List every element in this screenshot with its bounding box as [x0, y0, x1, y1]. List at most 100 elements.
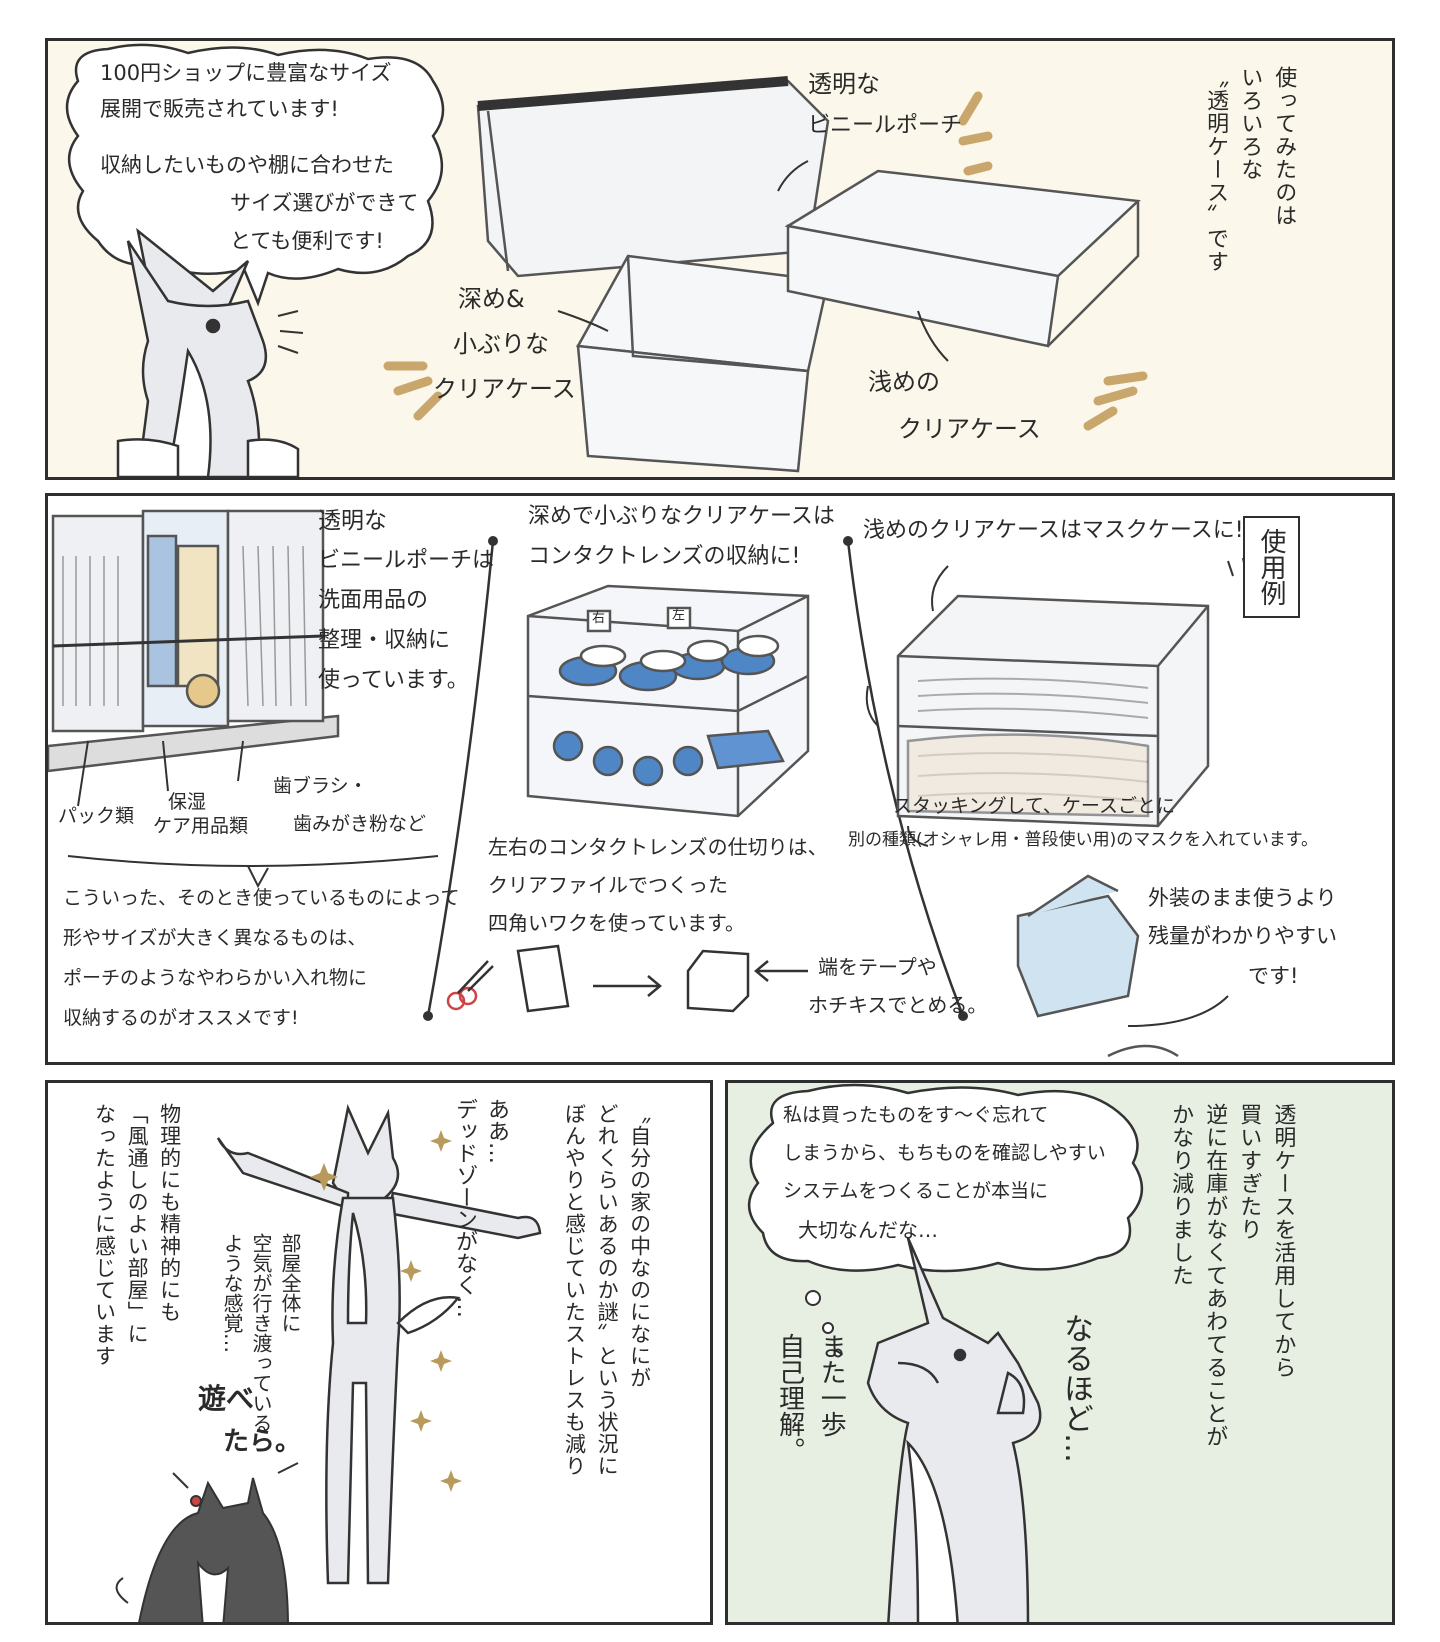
shallow-case-label-1: 浅めの — [868, 368, 940, 396]
deep-clear-case-illustration — [575, 254, 830, 473]
mask-case-illustration — [896, 594, 1210, 828]
thought-line-1: 私は買ったものをす〜ぐ忘れて — [783, 1104, 1049, 1126]
contact-lens-case-illustration — [526, 584, 810, 818]
pouch-advice-1: こういった、そのとき使っているものによって — [63, 887, 460, 909]
fox-character — [116, 227, 300, 477]
thought-line-3: システムをつくることが本当に — [783, 1180, 1049, 1202]
pouch-note-2: ビニールポーチは — [318, 548, 495, 573]
narration1-line-2: どれくらいあるのか謎〟という状況に — [595, 1103, 620, 1477]
divider-note-1: 左右のコンタクトレンズの仕切りは、 — [488, 835, 828, 859]
air-line-1: 部屋全体に — [278, 1233, 302, 1333]
divider-note-2: クリアファイルでつくった — [488, 873, 728, 897]
pouch-note-1: 透明な — [318, 508, 387, 534]
narration1-line-1: 〝自分の家の中なのになにが — [627, 1103, 652, 1389]
bubble-line-5: とても便利です! — [230, 229, 384, 253]
self-understanding-text: また一歩 自己理解。 — [768, 1333, 851, 1463]
narration-line-1: 使ってみたのは — [1271, 66, 1297, 227]
label-care: ケア用品類 — [153, 815, 249, 837]
narration2-line-2: 「風通しのよい部屋」に — [125, 1103, 150, 1345]
pouch-advice-4: 収納するのがオススメです! — [63, 1007, 299, 1029]
cat-speech-1: 遊べ — [198, 1382, 255, 1415]
label-toothpaste: 歯みがき粉など — [293, 813, 427, 835]
conclusion-line-2: 買いすぎたり — [1236, 1103, 1262, 1241]
shallow-case-title: 浅めのクリアケースはマスクケースに! — [863, 518, 1244, 543]
deep-case-label-3: クリアケース — [433, 375, 576, 403]
bubble-line-2: 展開で販売されています! — [100, 97, 339, 121]
tape-note-1: 端をテープや — [818, 955, 937, 979]
thinking-fox-character — [866, 1237, 1042, 1622]
bubble-line-3: 収納したいものや棚に合わせた — [100, 153, 394, 177]
narration2-line-3: なったように感じています — [92, 1103, 117, 1367]
panel-conclusion-art — [748, 1083, 1144, 1622]
pouch-note-4: 整理・収納に — [318, 628, 451, 653]
bubble-line-1: 100円ショップに豊富なサイズ — [100, 61, 392, 85]
pouch-label-2: ビニールポーチ — [808, 113, 963, 138]
narration-line-3: 〝透明ケース〟です — [1203, 66, 1229, 273]
air-circulation-text: 部屋全体に 空気が行き渡っている ような感覚… — [218, 1233, 305, 1433]
pouch-note-5: 使っています。 — [318, 668, 469, 693]
label-moisture: 保湿 — [168, 791, 207, 813]
motion-lines — [277, 310, 304, 354]
conclusion-line-3: 逆に在庫がなくてあわてることが — [1202, 1103, 1228, 1448]
deep-case-label-2: 小ぶりな — [453, 330, 549, 358]
craft-steps-illustration — [446, 944, 808, 1013]
deadzone-shout: ああ… デッドゾーンがなく… — [448, 1098, 512, 1318]
label-packs: パック類 — [58, 805, 135, 827]
lens-label-right: 右 — [592, 611, 606, 626]
deep-case-label-1: 深め& — [458, 285, 525, 313]
shout-line-2: デッドゾーンがなく… — [452, 1098, 477, 1318]
intro-narration: 使ってみたのは いろいろな 〝透明ケース〟です — [1198, 66, 1300, 273]
package-note-2: 残量がわかりやすい — [1148, 924, 1337, 948]
stacking-note-2: 別の種類(オシャレ用・普段使い用)のマスクを入れています。 — [848, 830, 1319, 850]
thought-bubble — [748, 1083, 1144, 1273]
lens-label-left: 左 — [672, 608, 686, 623]
pouch-advice-3: ポーチのようなやわらかい入れ物に — [63, 967, 368, 989]
package-note-3: です! — [1248, 964, 1299, 988]
narration2-line-1: 物理的にも精神的にも — [157, 1103, 182, 1323]
conclusion-line-4: かなり減りました — [1168, 1103, 1194, 1287]
panel-usage-art — [48, 509, 1247, 1058]
sparkles — [310, 1130, 462, 1492]
panel-intro: 100円ショップに豊富なサイズ 展開で販売されています! 収納したいものや棚に合… — [45, 38, 1395, 480]
package-note-1: 外装のまま使うより — [1148, 886, 1337, 910]
pouch-label-1: 透明な — [808, 70, 880, 98]
self-line-1: また一歩 — [816, 1333, 847, 1437]
accent-dashes — [383, 91, 1148, 431]
tape-note-2: ホチキスでとめる。 — [808, 993, 988, 1017]
deep-case-title-1: 深めで小ぶりなクリアケースは — [528, 504, 835, 529]
air-line-2: 空気が行き渡っている — [249, 1233, 273, 1433]
reflection-narration-2: 物理的にも精神的にも 「風通しのよい部屋」に なったように感じています — [88, 1103, 186, 1367]
stretching-fox-character — [216, 1103, 542, 1585]
panel-usage-examples: 使用例 透明な ビニールポーチは 洗面用品の 整理・収納に 使っています。 パッ… — [45, 493, 1395, 1065]
pouch-note-3: 洗面用品の — [318, 588, 429, 613]
panel-reflection-art — [115, 1103, 542, 1622]
cat-speech-2: たら。 — [223, 1427, 302, 1457]
pouch-advice-2: 形やサイズが大きく異なるものは、 — [63, 927, 367, 949]
stacking-note-1: スタッキングして、ケースごとに — [893, 795, 1175, 817]
narration-line-2: いろいろな — [1237, 66, 1263, 181]
bubble-line-4: サイズ選びができて — [230, 191, 419, 215]
panel-conclusion: 私は買ったものをす〜ぐ忘れて しまうから、もちものを確認しやすい システムをつく… — [725, 1080, 1395, 1625]
clear-pouch-illustration — [476, 76, 830, 278]
pouches-on-shelf-illustration — [48, 509, 340, 773]
shout-line-1: ああ… — [484, 1098, 509, 1164]
reflection-narration-1: 〝自分の家の中なのになにが どれくらいあるのか謎〟という状況に ぼんやりと感じて… — [558, 1103, 656, 1477]
air-line-3: ような感覚… — [220, 1233, 244, 1353]
self-line-2: 自己理解。 — [774, 1333, 805, 1463]
cat-character — [115, 1477, 289, 1622]
panel-intro-art — [65, 43, 1148, 477]
conclusion-narration: 透明ケースを活用してから 買いすぎたり 逆に在庫がなくてあわてることが かなり減… — [1163, 1103, 1299, 1448]
speech-bubble — [65, 43, 445, 307]
mask-package-illustration — [1016, 874, 1179, 1058]
usage-example-tag: 使用例 — [1243, 516, 1300, 618]
conclusion-line-1: 透明ケースを活用してから — [1270, 1103, 1296, 1379]
thought-line-4: 大切なんだな… — [798, 1218, 938, 1242]
thought-line-2: しまうから、もちものを確認しやすい — [783, 1142, 1106, 1164]
divider-note-3: 四角いワクを使っています。 — [488, 911, 745, 935]
naruhodo-text: なるほど… — [1058, 1313, 1093, 1463]
narration1-line-3: ぼんやりと感じていたストレスも減り — [562, 1103, 587, 1477]
shallow-clear-case-illustration — [784, 169, 1141, 348]
shallow-case-label-2: クリアケース — [898, 415, 1041, 443]
label-toothbrush: 歯ブラシ・ — [273, 775, 368, 797]
panel-reflection: 物理的にも精神的にも 「風通しのよい部屋」に なったように感じています 〝自分の… — [45, 1080, 713, 1625]
